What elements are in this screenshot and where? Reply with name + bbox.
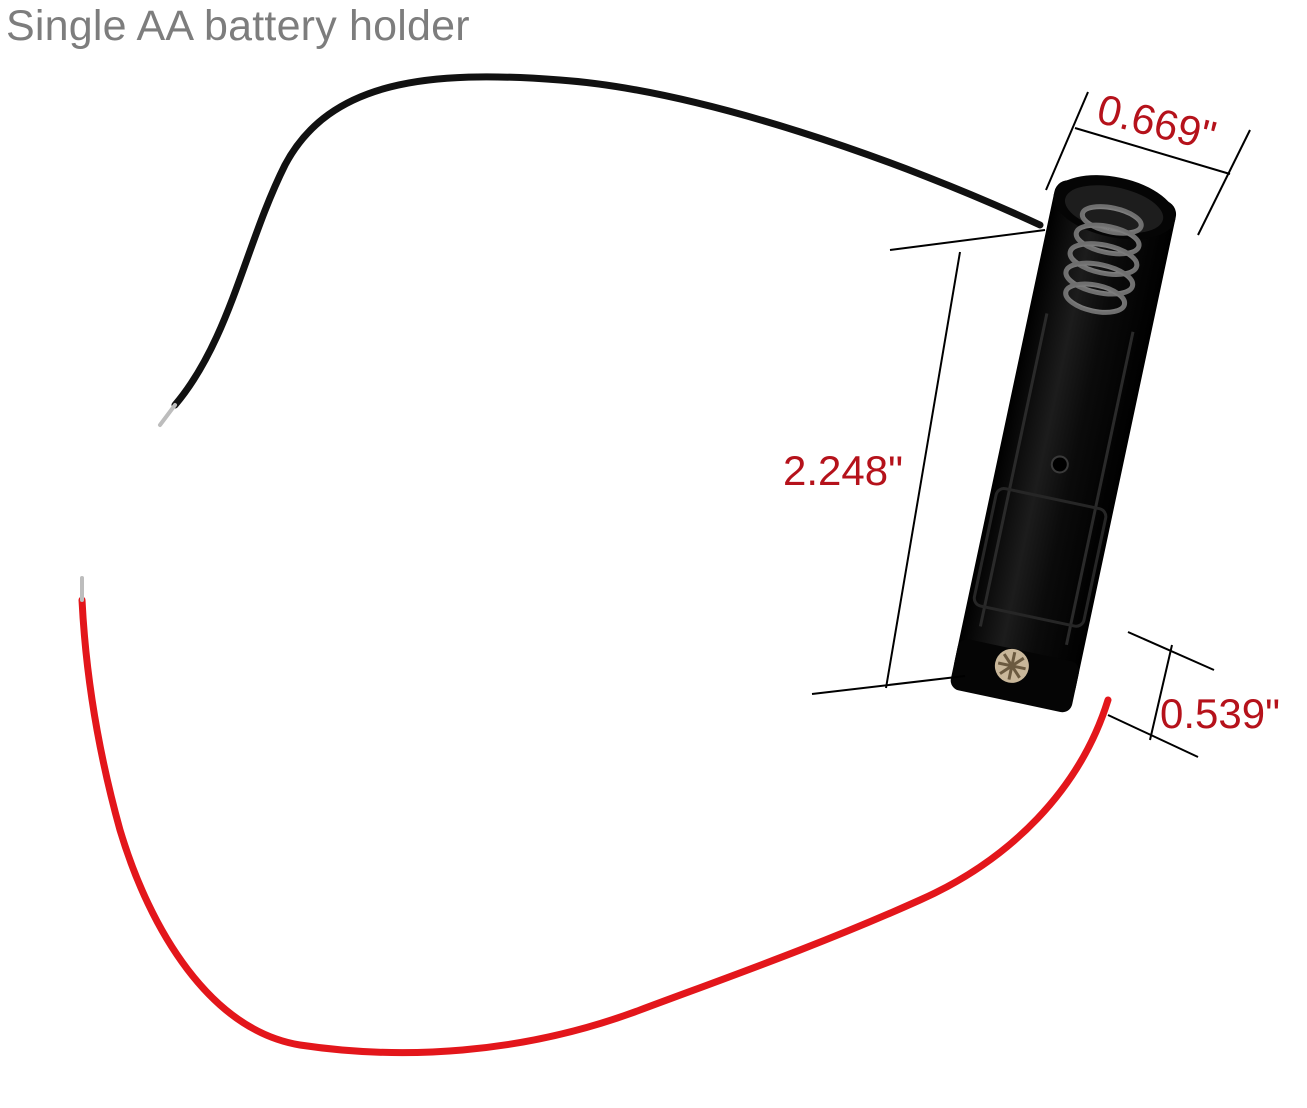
red-wire	[78, 596, 1112, 1057]
black-wire-tip	[158, 403, 177, 427]
length-dimension-label: 2.248"	[783, 447, 903, 494]
width-dimension-label: 0.669"	[1093, 85, 1221, 160]
product-title: Single AA battery holder	[6, 2, 470, 50]
battery-holder	[950, 175, 1177, 713]
height-dimension-label: 0.539"	[1160, 690, 1280, 737]
dimension-lines	[811, 91, 1251, 758]
black-wire	[171, 73, 1044, 409]
spring	[1063, 204, 1144, 315]
